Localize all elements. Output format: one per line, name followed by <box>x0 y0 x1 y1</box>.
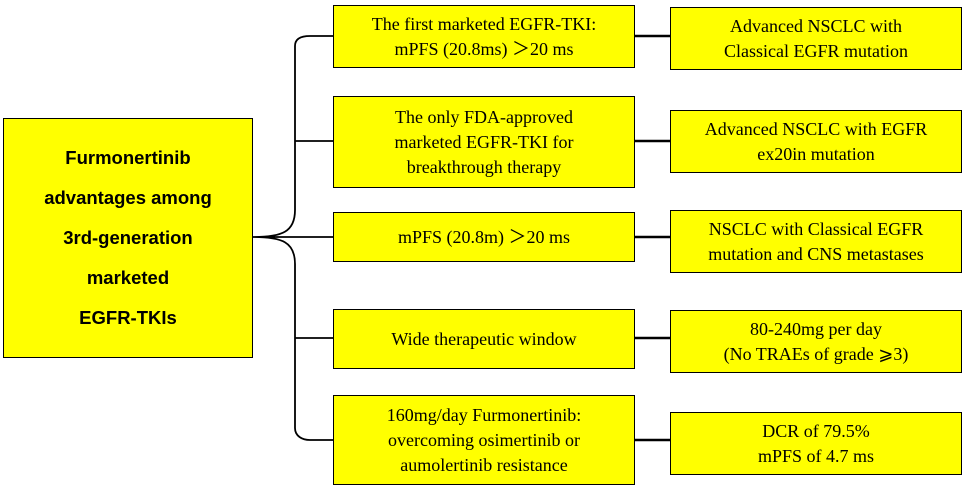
indication-label-5: DCR of 79.5% mPFS of 4.7 ms <box>757 420 875 466</box>
indication-box-2: Advanced NSCLC with EGFR ex20in mutation <box>670 110 962 173</box>
indication-box-1: Advanced NSCLC with Classical EGFR mutat… <box>670 7 962 70</box>
advantage-label-5: 160mg/day Furmonertinib: overcoming osim… <box>386 404 582 475</box>
main-topic-box: Furmonertinib advantages among 3rd-gener… <box>3 118 253 358</box>
advantage-box-4: Wide therapeutic window <box>333 309 635 369</box>
indication-label-2: Advanced NSCLC with EGFR ex20in mutation <box>704 118 928 164</box>
indication-box-5: DCR of 79.5% mPFS of 4.7 ms <box>670 412 962 475</box>
indication-label-1: Advanced NSCLC with Classical EGFR mutat… <box>724 15 908 61</box>
advantage-box-5: 160mg/day Furmonertinib: overcoming osim… <box>333 395 635 485</box>
main-topic-label: Furmonertinib advantages among 3rd-gener… <box>44 147 212 328</box>
indication-label-4: 80-240mg per day (No TRAEs of grade ⩾3) <box>723 318 909 364</box>
advantage-label-3: mPFS (20.8m) ＞20 ms <box>397 226 571 247</box>
advantage-label-4: Wide therapeutic window <box>391 328 577 349</box>
bracket-connector <box>252 35 333 441</box>
advantage-label-1: The first marketed EGFR-TKI: mPFS (20.8m… <box>371 13 597 59</box>
advantage-label-2: The only FDA-approved marketed EGFR-TKI … <box>394 106 574 177</box>
advantage-box-2: The only FDA-approved marketed EGFR-TKI … <box>333 96 635 188</box>
advantage-box-3: mPFS (20.8m) ＞20 ms <box>333 212 635 262</box>
advantage-box-1: The first marketed EGFR-TKI: mPFS (20.8m… <box>333 5 635 68</box>
indication-box-4: 80-240mg per day (No TRAEs of grade ⩾3) <box>670 310 962 373</box>
indication-box-3: NSCLC with Classical EGFR mutation and C… <box>670 210 962 273</box>
indication-label-3: NSCLC with Classical EGFR mutation and C… <box>708 218 924 264</box>
